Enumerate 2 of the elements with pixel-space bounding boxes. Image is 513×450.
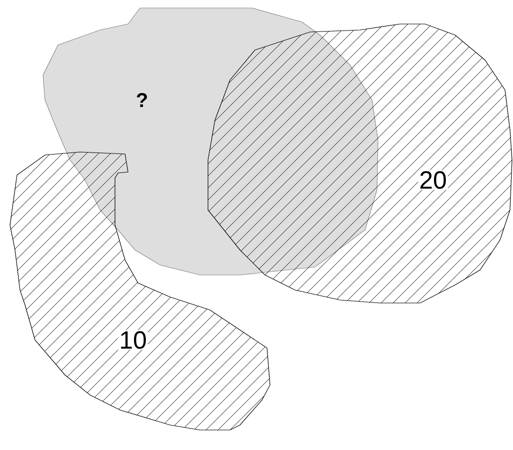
- hatched-region: 10: [10, 152, 270, 430]
- hatched-region: 20: [208, 24, 512, 304]
